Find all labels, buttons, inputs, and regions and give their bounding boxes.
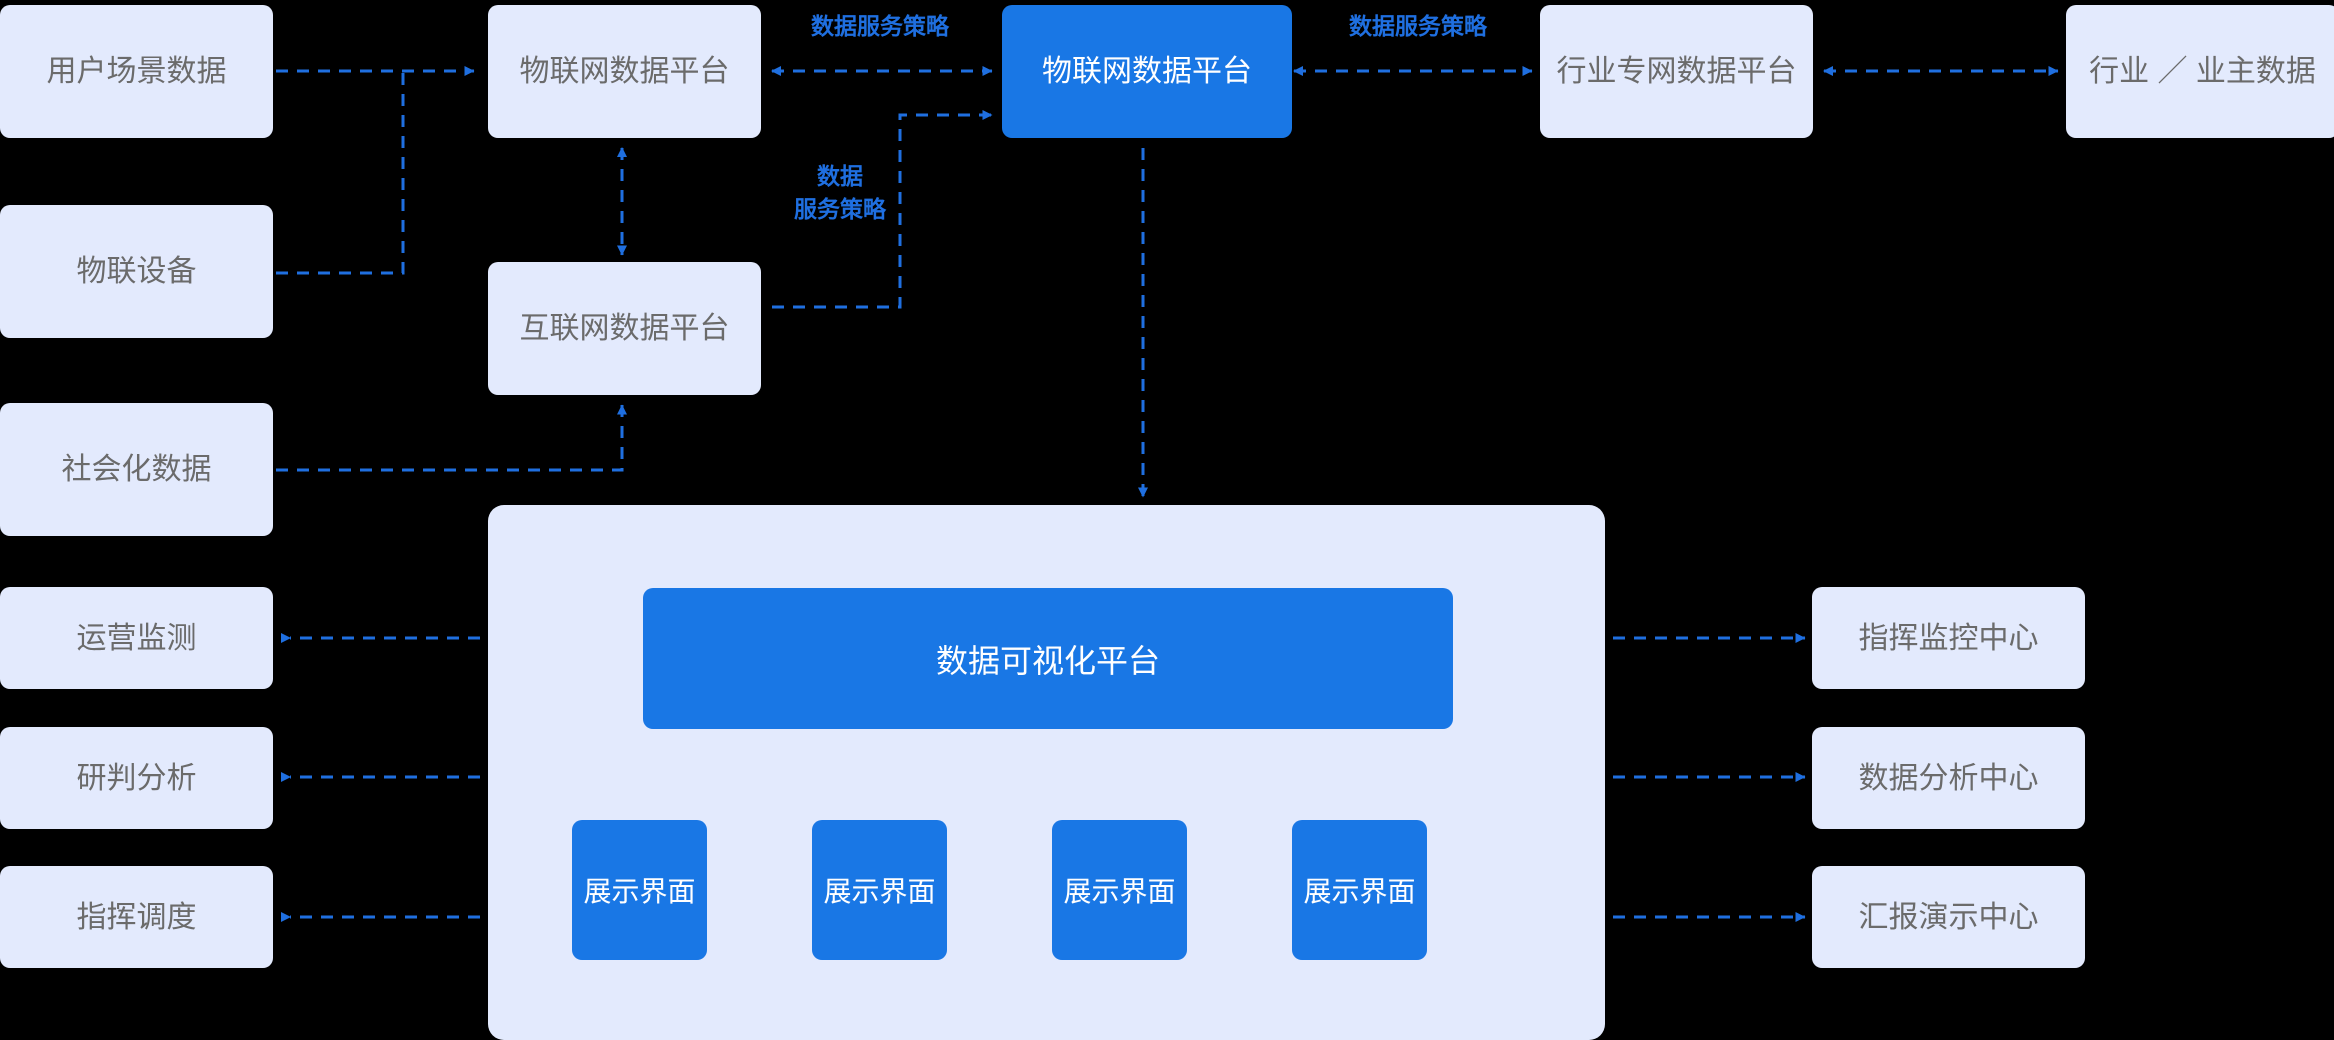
node-internet-data-platform[interactable]: 互联网数据平台 — [488, 262, 761, 395]
edge-social-to-internet — [276, 404, 627, 472]
node-display-screen-4[interactable]: 展示界面 — [1292, 820, 1427, 960]
node-data-analysis-center[interactable]: 数据分析中心 — [1812, 727, 2085, 829]
node-iot-data-platform-primary[interactable]: 物联网数据平台 — [1002, 5, 1292, 138]
node-iot-data-platform[interactable]: 物联网数据平台 — [488, 5, 761, 138]
node-display-screen-1[interactable]: 展示界面 — [572, 820, 707, 960]
node-data-visualization-platform[interactable]: 数据可视化平台 — [643, 588, 1453, 729]
node-industry-owner-data[interactable]: 行业 ／ 业主数据 — [2066, 5, 2334, 138]
node-iot-device[interactable]: 物联设备 — [0, 205, 273, 338]
node-operation-monitor[interactable]: 运营监测 — [0, 587, 273, 689]
label-policy-stacked: 数据 服务策略 — [794, 163, 886, 223]
node-command-monitor-center[interactable]: 指挥监控中心 — [1812, 587, 2085, 689]
node-judgment-analysis[interactable]: 研判分析 — [0, 727, 273, 829]
label-policy-left: 数据服务策略 — [811, 13, 949, 39]
node-social-data[interactable]: 社会化数据 — [0, 403, 273, 536]
node-industry-private-platform[interactable]: 行业专网数据平台 — [1540, 5, 1813, 138]
node-command-dispatch[interactable]: 指挥调度 — [0, 866, 273, 968]
label-policy-right: 数据服务策略 — [1349, 13, 1487, 39]
edge-iot-device-to-iot — [276, 71, 405, 275]
node-display-screen-3[interactable]: 展示界面 — [1052, 820, 1187, 960]
node-display-screen-2[interactable]: 展示界面 — [812, 820, 947, 960]
node-user-scene-data[interactable]: 用户场景数据 — [0, 5, 273, 138]
node-report-presentation-center[interactable]: 汇报演示中心 — [1812, 866, 2085, 968]
